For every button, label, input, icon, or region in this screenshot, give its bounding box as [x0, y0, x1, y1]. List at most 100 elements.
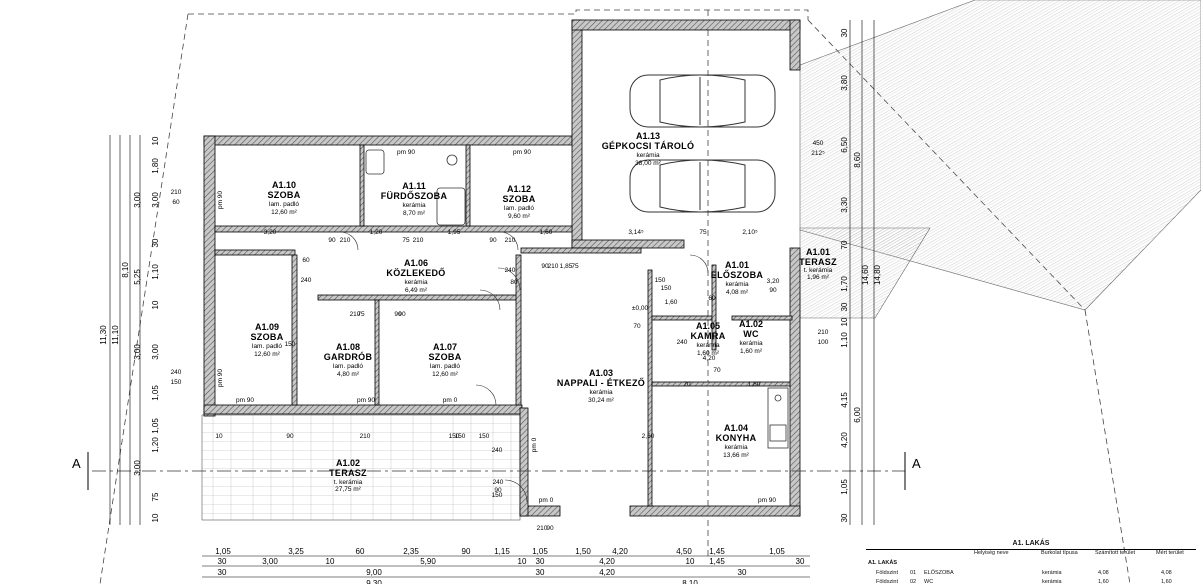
dimension-text: 150 — [171, 379, 182, 386]
room-name: KAMRA — [691, 331, 726, 341]
room-floor: kerámia — [739, 340, 763, 347]
dimension-text: 3,00 — [151, 344, 160, 360]
dimension-text: 30 — [840, 513, 849, 522]
dimension-text: 14,60 — [861, 264, 870, 285]
room-id: A1.10 — [272, 180, 296, 190]
dimension-text: 90 — [462, 547, 471, 556]
table-cell: WC — [924, 579, 934, 585]
window-label: pm 90 — [758, 497, 776, 504]
section-mark-right: A — [912, 456, 921, 471]
room-id: A1.06 — [404, 258, 428, 268]
window-label: pm 90 — [357, 397, 375, 404]
dimension-text: 5,90 — [420, 557, 436, 566]
room-area: 4,08 m² — [726, 289, 749, 296]
room-floor: kerámia — [724, 444, 748, 451]
table-cell: 4,08 — [1098, 570, 1109, 576]
dimension-text: 90 — [494, 487, 502, 494]
room-a112: A1.12 SZOBA lam. padló 9,60 m² — [503, 184, 536, 220]
dimension-text: 210 — [360, 433, 371, 440]
dimension-text: 60 — [356, 547, 365, 556]
room-name: WC — [743, 329, 759, 339]
room-name: SZOBA — [429, 352, 462, 362]
room-id: A1.13 — [636, 131, 660, 141]
dimension-text: 1,05 — [215, 547, 231, 556]
window-label: pm 90 — [397, 149, 415, 156]
room-a103: A1.03 NAPPALI - ÉTKEZŐ kerámia 30,24 m² — [557, 368, 645, 404]
dimension-text: 4,15 — [840, 392, 849, 408]
dimension-text: 70 — [683, 381, 691, 388]
dimension-text: 5,25 — [133, 269, 142, 285]
dimension-text: 75 — [699, 229, 707, 236]
window-label: pm 0 — [443, 397, 458, 404]
dimension-text: 10 — [518, 557, 527, 566]
table-cell: Földszint — [876, 579, 899, 585]
room-name: GÉPKOCSI TÁROLÓ — [602, 140, 695, 151]
dimension-text: 1,85 — [560, 263, 573, 270]
dimension-text: 3,80 — [840, 75, 849, 91]
dimension-text: 1,15 — [494, 547, 510, 556]
dimension-text: 240 — [505, 267, 516, 274]
dimension-text: 30 — [796, 557, 805, 566]
dimension-text: 90 — [769, 287, 777, 294]
room-floor: kerámia — [725, 281, 749, 288]
dimension-text: 75 — [571, 263, 579, 270]
room-id: A1.07 — [433, 342, 457, 352]
dimension-text: 240 — [677, 339, 688, 346]
dimension-text: 150 — [479, 433, 490, 440]
table-cell: kerámia — [1042, 579, 1062, 585]
room-area: 1,60 m² — [697, 350, 720, 357]
room-a109: A1.09 SZOBA lam. padló 12,60 m² — [251, 322, 284, 358]
walls — [203, 19, 801, 517]
dimension-text: 90 — [328, 237, 336, 244]
dimension-text: 1,05 — [840, 479, 849, 495]
dimension-text: 11,30 — [99, 325, 108, 345]
dimension-text: 1,10 — [151, 264, 160, 280]
room-name: NAPPALI - ÉTKEZŐ — [557, 377, 645, 388]
dimension-text: 150 — [492, 492, 503, 499]
dimension-text: 75 — [357, 311, 365, 318]
room-a104: A1.04 KONYHA kerámia 13,66 m² — [716, 423, 757, 459]
dimension-text: 90 — [286, 433, 294, 440]
dimension-text: 90 — [394, 311, 402, 318]
dimension-text: 90 — [489, 237, 497, 244]
dimension-text: 1,50 — [575, 547, 591, 556]
dimension-text: 1,05 — [769, 547, 785, 556]
room-a110: A1.10 SZOBA lam. padló 12,60 m² — [268, 180, 301, 216]
room-area: 4,80 m² — [337, 371, 360, 378]
room-id: A1.01 — [806, 247, 830, 257]
dimension-text: 4,20 — [703, 355, 716, 362]
room-area: 12,60 m² — [432, 371, 458, 378]
dimension-text: 30 — [218, 557, 227, 566]
dimension-text: 1,05 — [532, 547, 548, 556]
table-cell: ELŐSZOBA — [924, 570, 954, 576]
room-a102-terasz: A1.02 TERASZ t. kerámia 27,75 m² — [329, 458, 367, 493]
dimension-text: 210 — [413, 237, 424, 244]
dimension-text: 2,35 — [403, 547, 419, 556]
room-a106: A1.06 KÖZLEKEDŐ kerámia 6,49 m² — [386, 258, 445, 294]
table-cell: 1,60 — [1161, 579, 1172, 585]
dimension-text: 3,00 — [133, 344, 142, 360]
dimension-text: 10 — [151, 136, 160, 145]
carport-dim: 450 — [813, 140, 824, 147]
dimension-text: 4,20 — [599, 557, 615, 566]
room-floor: kerámia — [404, 279, 428, 286]
dimension-text: 210 — [537, 525, 548, 532]
room-area: 6,49 m² — [405, 287, 428, 294]
room-floor: kerámia — [636, 152, 660, 159]
room-a102-wc: A1.02 WC kerámia 1,60 m² — [739, 319, 763, 355]
dimension-text: 1,60 — [540, 229, 553, 236]
room-floor: lam. padló — [269, 201, 299, 208]
dimension-text: 10 — [151, 513, 160, 522]
room-floor: lam. padló — [252, 343, 282, 350]
dimension-text: 90 — [546, 525, 554, 532]
dimension-text: 4,50 — [676, 547, 692, 556]
dimension-text: 60 — [172, 199, 180, 206]
dimension-text: 1,80 — [151, 158, 160, 174]
window-label: pm 0 — [539, 497, 554, 504]
room-a107: A1.07 SZOBA lam. padló 12,60 m² — [429, 342, 462, 378]
section-mark-left: A — [72, 456, 81, 471]
dimension-text: 10 — [326, 557, 335, 566]
kitchen-counter — [767, 387, 789, 449]
dimension-text: 6,00 — [853, 407, 862, 423]
